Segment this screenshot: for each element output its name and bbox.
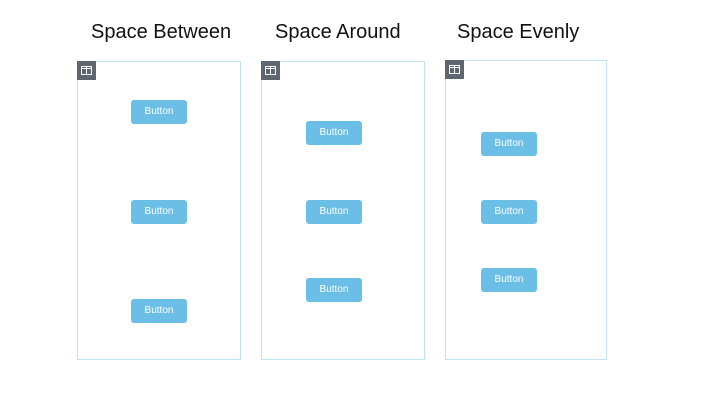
columns-icon[interactable] bbox=[261, 61, 280, 80]
button-2[interactable]: Button bbox=[306, 200, 362, 224]
panel-title-space-evenly: Space Evenly bbox=[457, 21, 580, 43]
button-2[interactable]: Button bbox=[131, 200, 187, 224]
button-2[interactable]: Button bbox=[481, 200, 537, 224]
panel-title-space-between: Space Between bbox=[91, 21, 232, 43]
button-3[interactable]: Button bbox=[306, 278, 362, 302]
columns-icon[interactable] bbox=[77, 61, 96, 80]
container-space-evenly[interactable]: Button Button Button bbox=[445, 60, 607, 360]
button-3[interactable]: Button bbox=[481, 268, 537, 292]
button-1[interactable]: Button bbox=[481, 132, 537, 156]
container-space-between[interactable]: Button Button Button bbox=[77, 61, 241, 360]
button-1[interactable]: Button bbox=[306, 121, 362, 145]
container-space-around[interactable]: Button Button Button bbox=[261, 61, 425, 360]
button-3[interactable]: Button bbox=[131, 299, 187, 323]
columns-icon[interactable] bbox=[445, 60, 464, 79]
panel-title-space-around: Space Around bbox=[275, 21, 401, 43]
button-1[interactable]: Button bbox=[131, 100, 187, 124]
